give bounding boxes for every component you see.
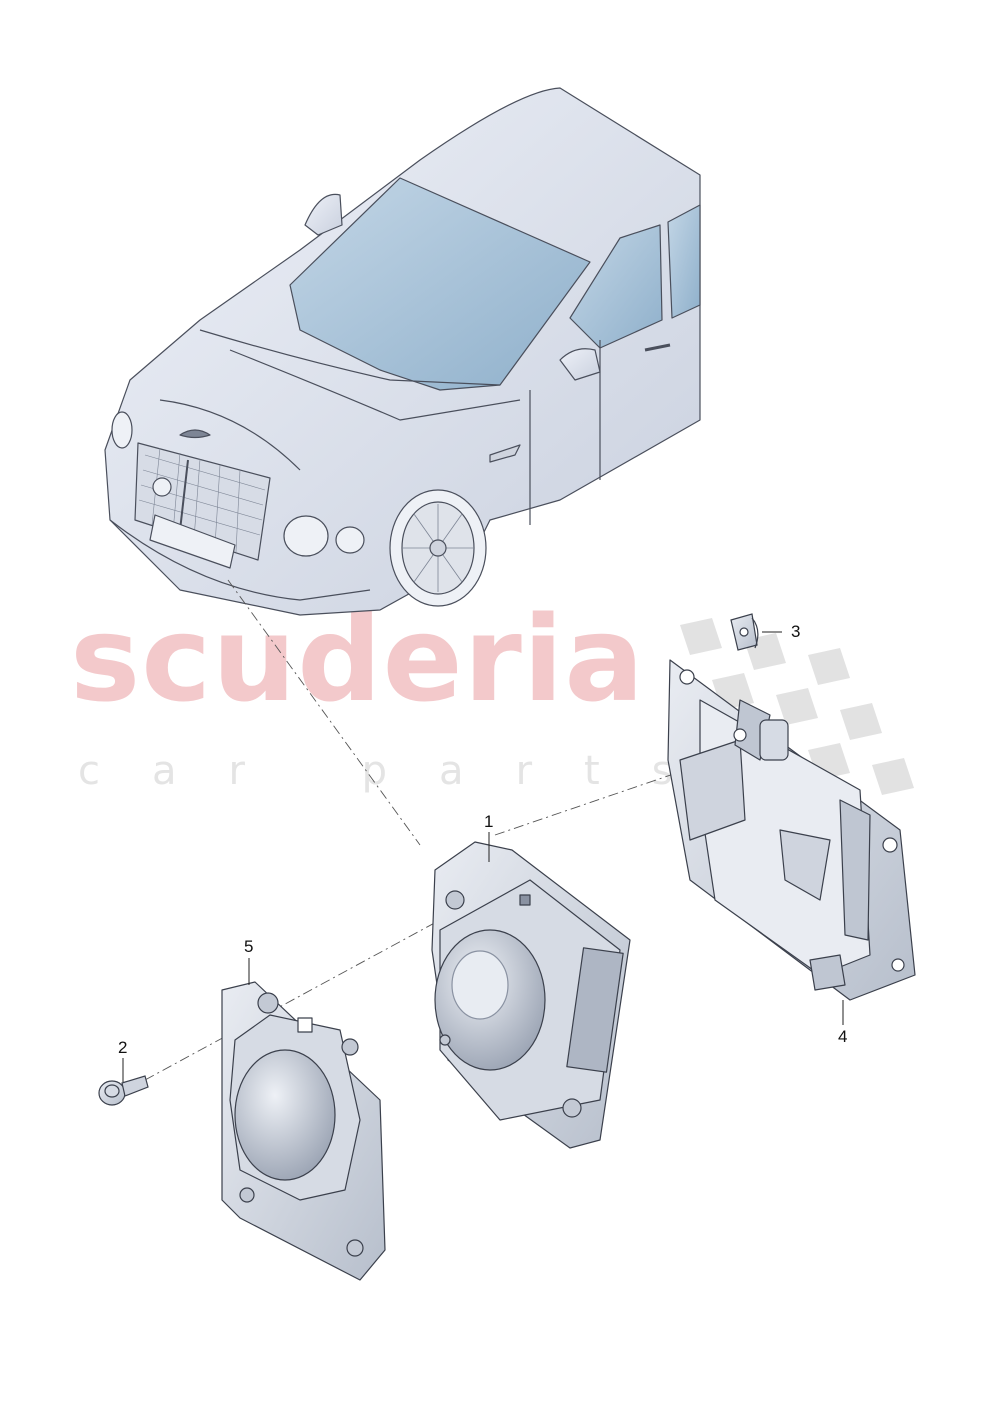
leader-lines [144, 579, 701, 1081]
car-illustration [104, 87, 701, 616]
callout-1[interactable]: 1 [484, 812, 494, 831]
radar-sensor-part [431, 841, 631, 1149]
sensor-bracket-part [667, 659, 916, 1001]
clip-nut-part [730, 613, 759, 651]
watermark-brand: scuderia [70, 590, 645, 728]
callout-3[interactable]: 3 [791, 622, 801, 641]
callout-5[interactable]: 5 [244, 937, 254, 956]
callout-4[interactable]: 4 [838, 1027, 848, 1046]
callout-2[interactable]: 2 [118, 1038, 128, 1057]
callout-leaders [122, 631, 844, 1082]
watermark-tagline: car parts [78, 748, 725, 794]
screw-part [98, 1075, 149, 1106]
sensor-cover-part [221, 981, 386, 1281]
